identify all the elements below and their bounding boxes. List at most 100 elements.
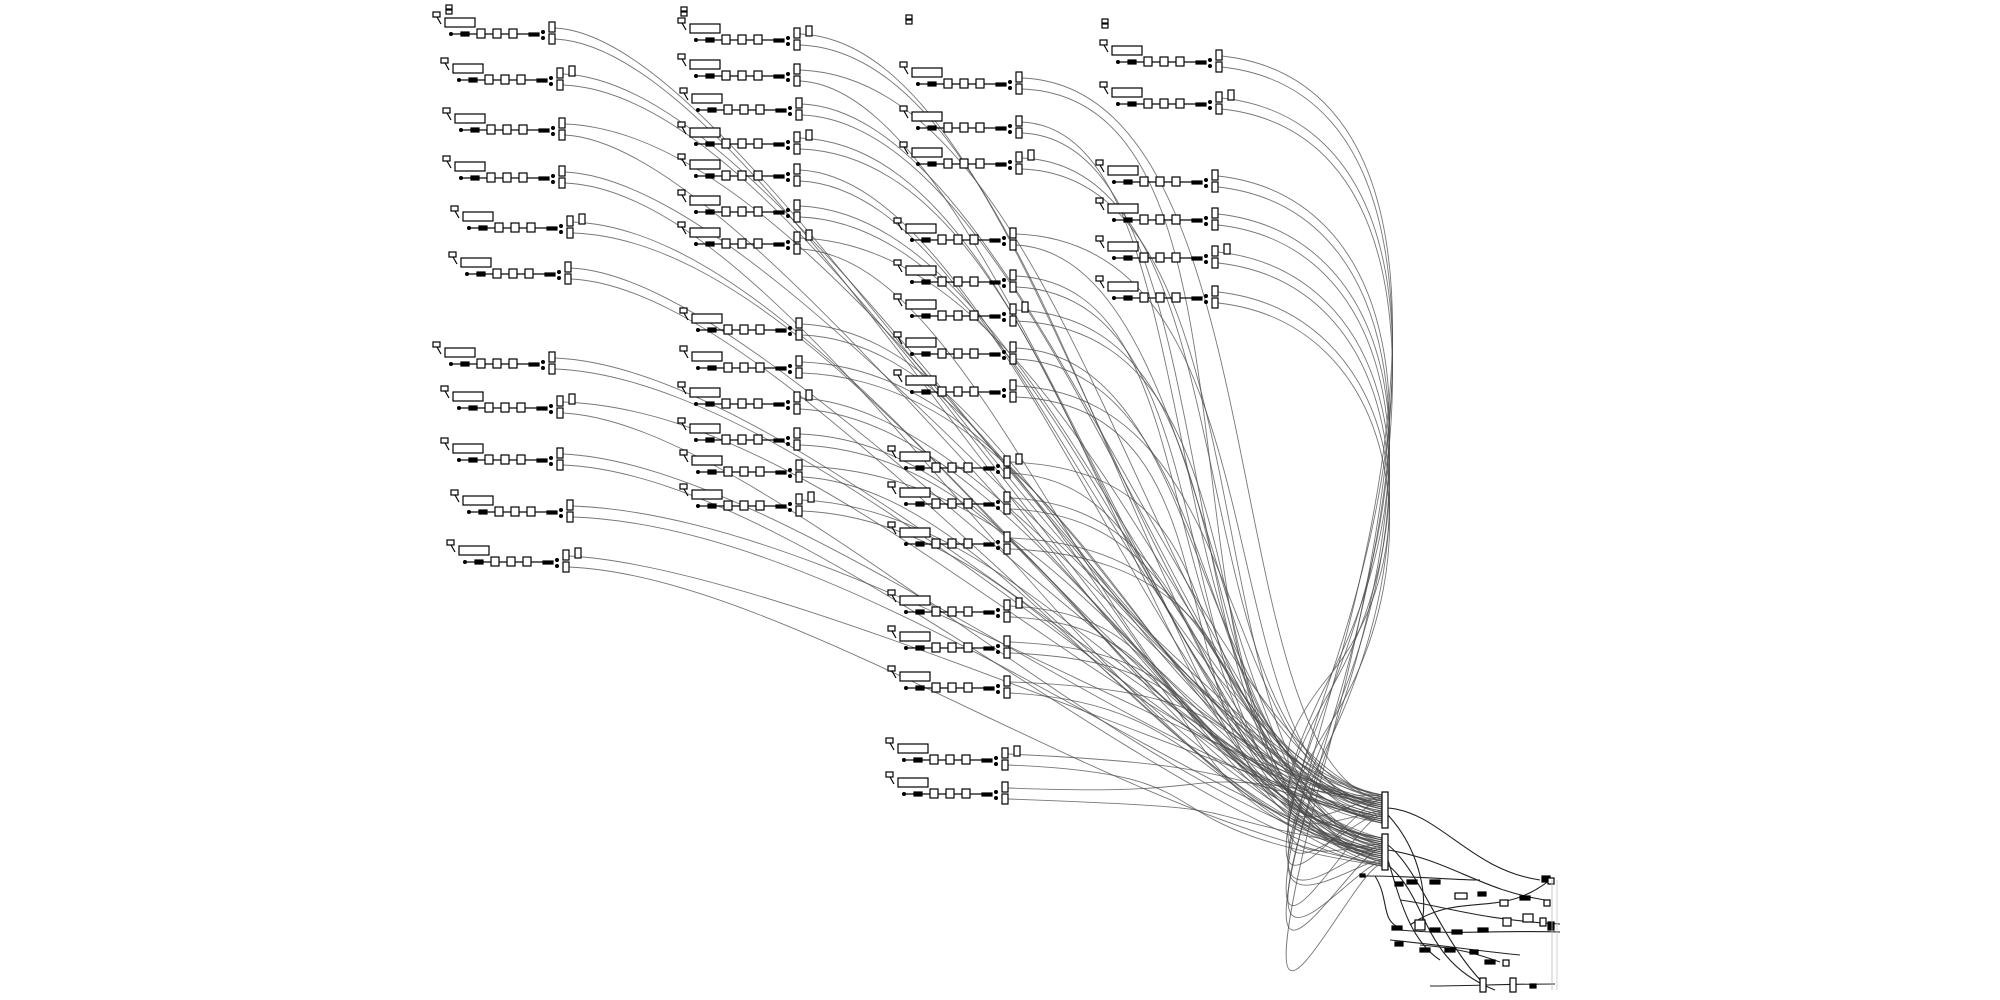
connection-edge xyxy=(1009,548,1383,841)
row-icon-node xyxy=(893,259,902,266)
output-port-bottom xyxy=(1211,257,1219,269)
chain-node xyxy=(969,348,979,359)
side-node xyxy=(1021,301,1029,313)
connection-edge xyxy=(1217,262,1390,886)
chain-dot xyxy=(1002,350,1006,354)
output-port-bottom xyxy=(1215,103,1223,115)
side-node xyxy=(805,129,813,141)
row-icon-node xyxy=(887,625,896,632)
cluster-edge xyxy=(1387,814,1425,931)
row-icon-node xyxy=(885,771,894,778)
chain-node xyxy=(983,686,995,691)
chain-dot xyxy=(786,214,790,218)
output-port-bottom xyxy=(1009,239,1017,251)
connection-edge xyxy=(1221,55,1393,906)
side-node xyxy=(805,25,813,37)
row-link xyxy=(897,298,903,307)
connection-edge xyxy=(1021,121,1383,816)
chain-node xyxy=(1139,214,1149,225)
cluster-node xyxy=(1529,983,1537,989)
row-icon-node xyxy=(442,155,451,162)
chain-node xyxy=(486,124,496,135)
pipeline-row xyxy=(677,221,813,255)
row-title-node xyxy=(691,351,723,362)
output-port-top xyxy=(793,199,801,211)
sink-node-a xyxy=(1381,791,1389,829)
chain-node xyxy=(753,138,763,149)
connection-edge xyxy=(1217,175,1390,854)
chain-node xyxy=(723,104,733,115)
chain-dot xyxy=(788,474,792,478)
cluster-node xyxy=(1394,941,1404,947)
chain-node xyxy=(516,402,526,413)
row-icon-node xyxy=(1095,197,1104,204)
row-title-node xyxy=(1107,165,1139,176)
chain-node xyxy=(478,509,488,515)
chain-node xyxy=(953,348,963,359)
pipeline-row xyxy=(450,205,586,239)
chain-node xyxy=(775,108,787,113)
chain-node xyxy=(536,78,548,83)
chain-node xyxy=(486,172,496,183)
output-port-bottom xyxy=(558,129,566,141)
chain-node xyxy=(753,70,763,81)
chain-node xyxy=(773,438,785,443)
cluster-node xyxy=(1394,881,1404,887)
chain-node xyxy=(721,70,731,81)
chain-node xyxy=(921,237,931,243)
output-port-bottom xyxy=(793,243,801,255)
row-link xyxy=(444,442,450,451)
chain-node xyxy=(755,324,765,335)
chain-node xyxy=(468,405,478,411)
chain-node xyxy=(707,469,717,475)
connection-edge xyxy=(799,137,1383,812)
chain-node xyxy=(544,272,556,277)
output-port-bottom xyxy=(1211,219,1219,231)
chain-node xyxy=(721,398,731,409)
output-port-bottom xyxy=(795,471,803,483)
row-link xyxy=(681,158,687,167)
row-link xyxy=(450,544,456,553)
row-title-node xyxy=(444,17,476,28)
chain-node xyxy=(1139,252,1149,263)
output-port-bottom xyxy=(548,363,556,375)
pipeline-row xyxy=(1099,39,1223,73)
row-title-node xyxy=(452,391,484,402)
row-title-node xyxy=(1107,203,1139,214)
chain-node xyxy=(995,162,1007,167)
chain-dot xyxy=(1002,356,1006,360)
chain-node xyxy=(1123,179,1133,185)
chain-node xyxy=(1171,176,1181,187)
chain-node xyxy=(470,127,480,133)
cluster-edge xyxy=(1399,899,1561,925)
output-port-bottom xyxy=(1003,467,1011,479)
output-port-bottom xyxy=(566,227,574,239)
row-icon-node xyxy=(893,217,902,224)
header-icon xyxy=(1101,18,1109,29)
chain-dot xyxy=(541,366,545,370)
chain-node xyxy=(470,175,480,181)
output-port-bottom xyxy=(793,175,801,187)
chain-node xyxy=(975,122,985,133)
chain-node xyxy=(536,406,548,411)
row-link xyxy=(681,194,687,203)
output-port-bottom xyxy=(1015,127,1023,139)
pipeline-row xyxy=(679,87,803,121)
connection-edge xyxy=(1009,652,1383,839)
chain-node xyxy=(737,238,747,249)
row-link xyxy=(683,454,689,463)
chain-dot xyxy=(786,178,790,182)
output-port-bottom xyxy=(1009,315,1017,327)
chain-node xyxy=(943,78,953,89)
chain-dot xyxy=(1002,278,1006,282)
row-icon-node xyxy=(677,53,686,60)
chain-dot xyxy=(996,540,1000,544)
row-title-node xyxy=(691,93,723,104)
chain-node xyxy=(739,362,749,373)
chain-node xyxy=(981,792,993,797)
row-title-node xyxy=(897,777,929,788)
connection-edge xyxy=(1007,781,1383,802)
output-port-top xyxy=(1003,531,1011,543)
chain-dot xyxy=(559,230,563,234)
chain-node xyxy=(947,642,957,653)
